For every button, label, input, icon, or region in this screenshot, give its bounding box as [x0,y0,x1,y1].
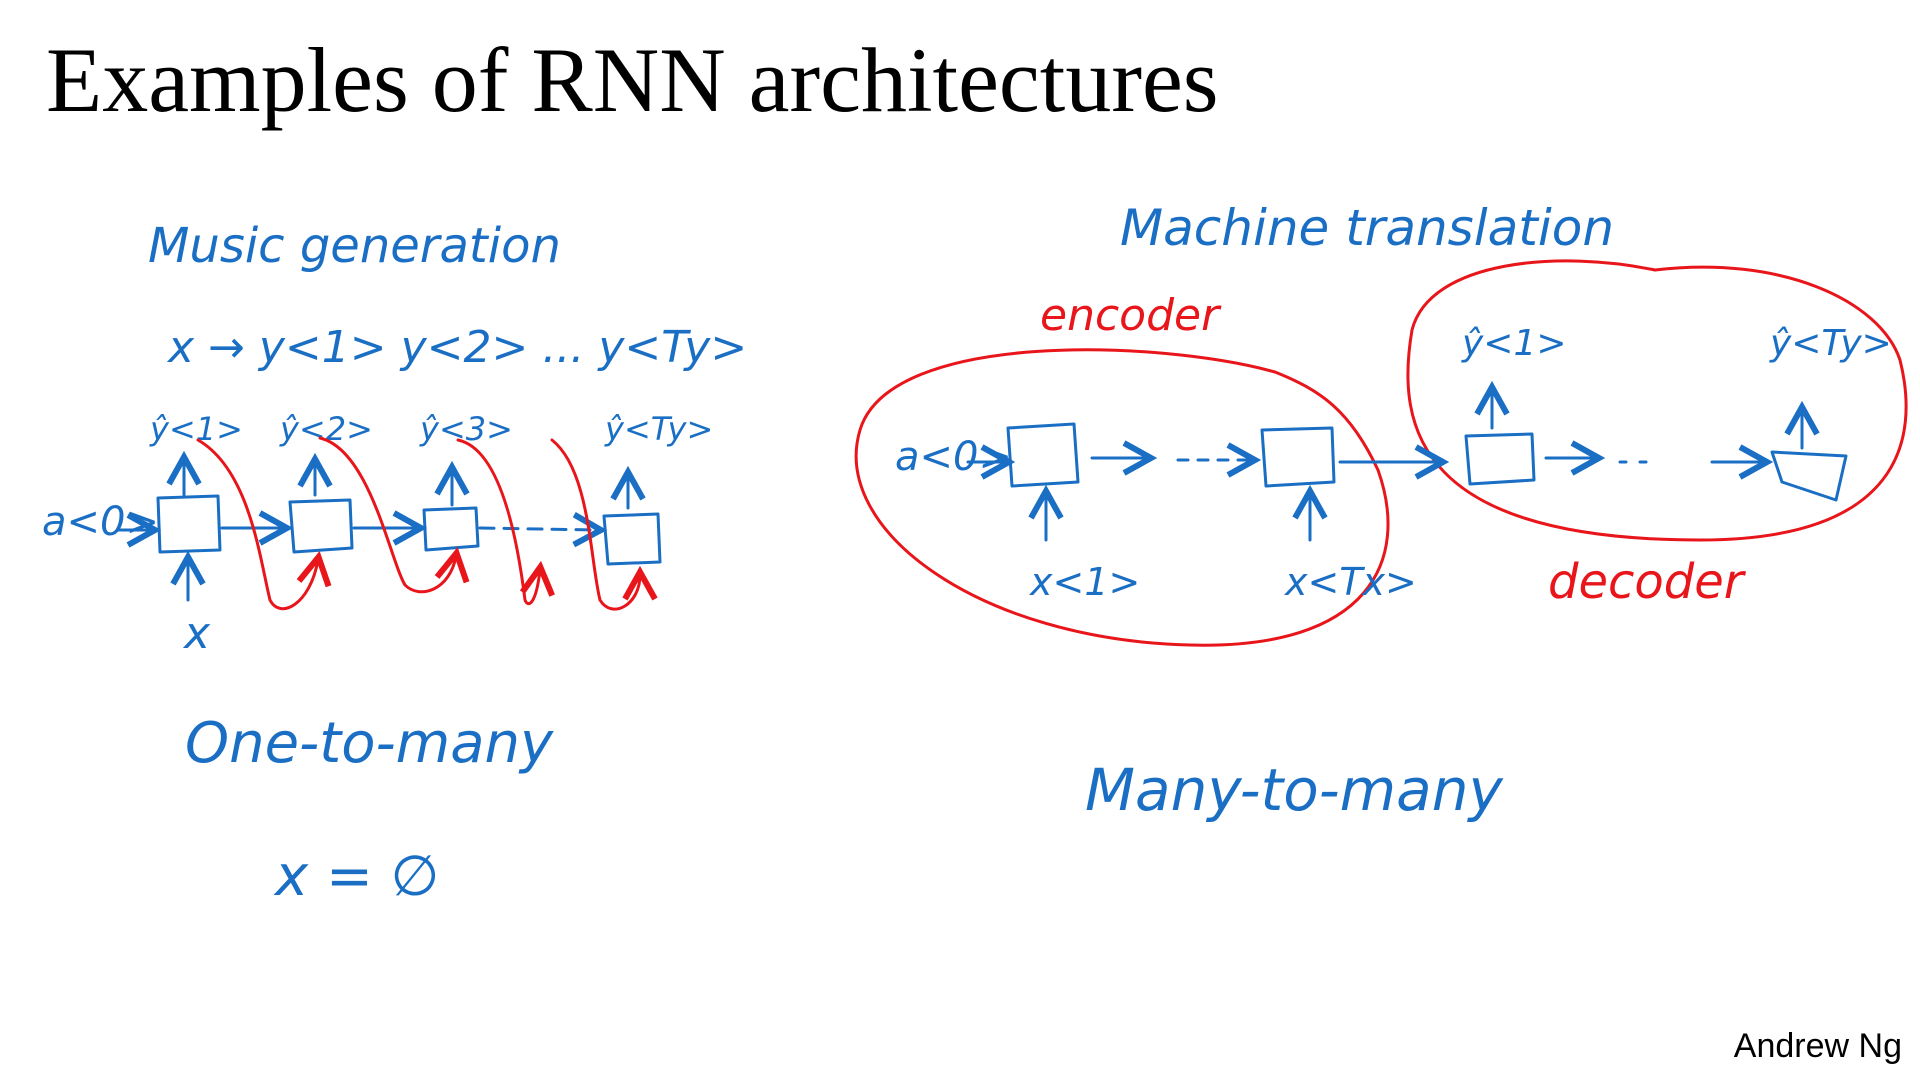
music-output-label-2: ŷ<2> [279,410,373,448]
decoder-label: decoder [1548,554,1747,610]
music-input-label: x [182,608,211,659]
encoder-cell-tx [1260,426,1336,488]
encoder-input-label-tx: x<Tx> [1284,560,1417,604]
encoder-input-label-1: x<1> [1029,560,1140,604]
encoder-cell-1 [1006,422,1080,488]
music-cell-arrow-dashed [478,528,598,530]
music-generation-section: Music generation x → y<1> y<2> ... y<Ty>… [42,218,747,909]
music-mapping-text: x → y<1> y<2> ... y<Ty> [166,322,747,373]
music-feedback-curve-ty [550,438,640,611]
author-credit: Andrew Ng [1733,1027,1902,1065]
many-to-many-label: Many-to-many [1085,756,1503,824]
machine-translation-heading: Machine translation [1120,199,1614,257]
decoder-output-label-ty: ŷ<Ty> [1769,323,1892,364]
music-feedback-curve-3 [456,438,540,606]
encoder-outline [854,348,1390,647]
music-feedback-curve-1 [196,438,318,611]
music-rnn-cell-ty [602,512,662,566]
decoder-outline [1406,259,1908,542]
slide-title: Examples of RNN architectures [46,29,1219,131]
music-rnn-cell-2 [288,498,354,554]
music-output-label-ty: ŷ<Ty> [604,410,713,448]
music-generation-heading: Music generation [148,218,561,274]
music-feedback-curve-2 [318,436,456,594]
music-initial-activation: a<0> [42,499,159,545]
machine-translation-section: Machine translation encoder decoder a<0>… [854,199,1908,824]
mt-initial-activation: a<0> [895,434,1012,480]
music-output-label-1: ŷ<1> [149,410,243,448]
encoder-label: encoder [1040,290,1222,341]
decoder-cell-1 [1464,432,1536,486]
one-to-many-label: One-to-many [185,711,554,776]
decoder-output-label-1: ŷ<1> [1461,323,1567,364]
music-rnn-cell-3 [422,506,480,552]
decoder-cell-ty [1770,450,1848,502]
music-rnn-cell-1 [156,494,222,554]
music-input-note: x = ∅ [273,844,439,909]
